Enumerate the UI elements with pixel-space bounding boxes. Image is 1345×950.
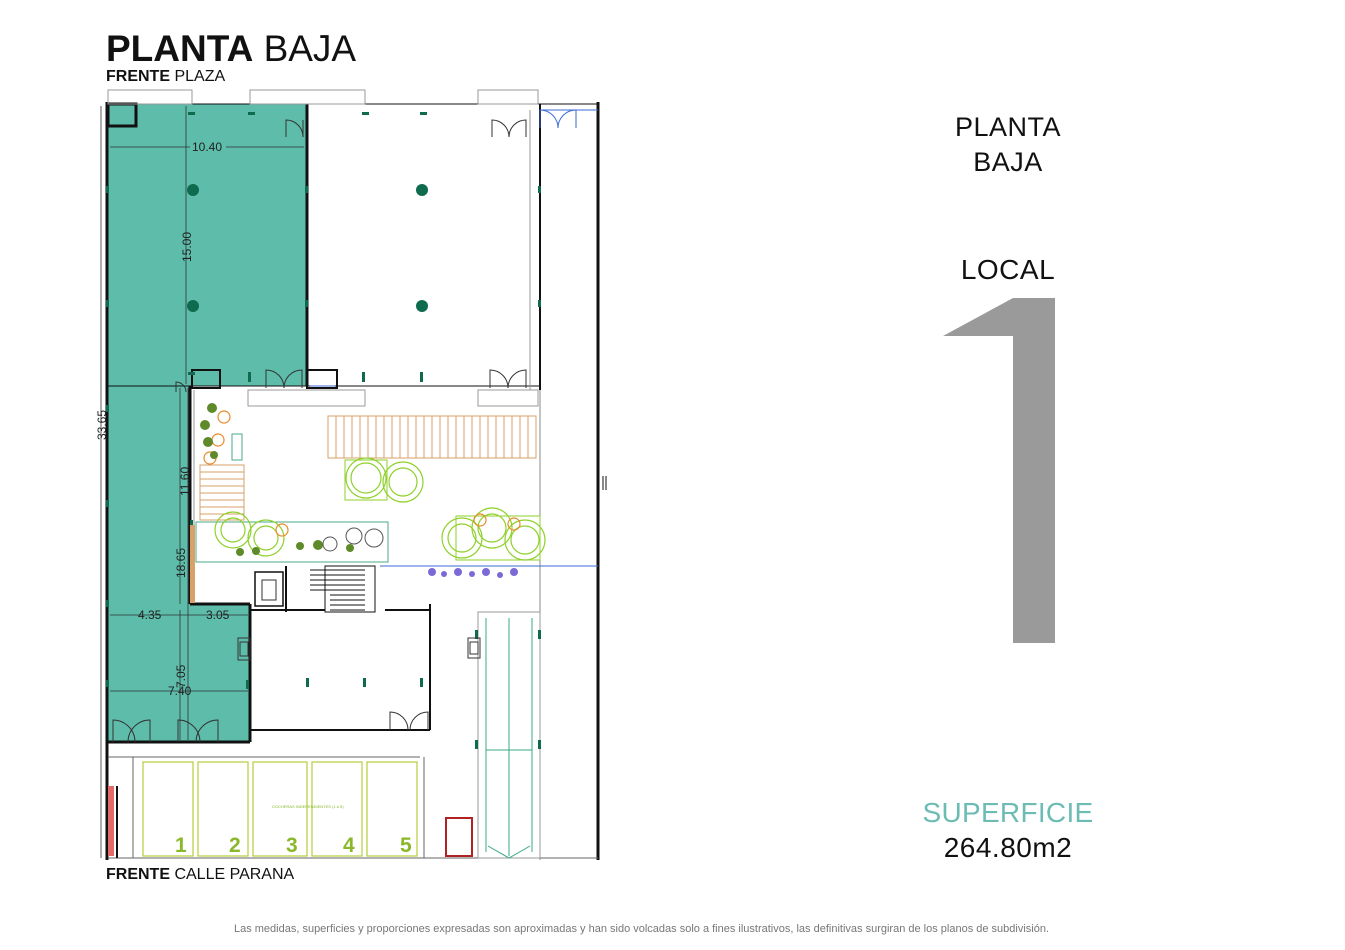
unit-label: LOCAL — [960, 254, 1056, 285]
unit-number-graphic: 1 — [943, 298, 1055, 643]
ramp — [485, 618, 533, 859]
dimension-lines — [100, 106, 304, 858]
surface-value: 264.80m2 — [943, 832, 1073, 863]
local-area — [108, 104, 307, 742]
parking-slot-4: 4 — [343, 834, 355, 857]
front-bottom-label: FRENTE CALLE PARANA — [106, 865, 294, 885]
front-top-bold: FRENTE — [106, 68, 170, 85]
level-label: PLANTA BAJA — [900, 110, 1116, 180]
front-top-regular: PLAZA — [174, 68, 226, 85]
floor-plan: 1 2 3 4 5 COCHERAS INDEPENDIENTES (1 a 5… — [95, 89, 607, 860]
page-title-bold: PLANTA — [106, 28, 254, 69]
parking-slot-2: 2 — [229, 834, 241, 857]
dim-front-width: 10.40 — [192, 140, 222, 154]
columns — [106, 112, 541, 749]
dim-total-depth: 33.65 — [95, 410, 109, 440]
access-strip — [108, 786, 114, 856]
stairs — [310, 569, 365, 611]
level-label-line1: PLANTA — [954, 112, 1062, 142]
surface-label: SUPERFICIE — [922, 797, 1094, 828]
parking-slot-3: 3 — [286, 834, 298, 857]
dim-lower-right-width: 3.05 — [206, 608, 230, 622]
dim-mid-depth: 11.60 — [178, 467, 192, 496]
dim-rear-width: 7.40 — [168, 684, 192, 698]
dim-lower-left-width: 4.35 — [138, 608, 162, 622]
door-swings — [112, 119, 527, 743]
patio-garden — [190, 403, 546, 603]
level-label-line2: BAJA — [973, 147, 1043, 177]
utility-box — [445, 817, 473, 857]
dim-upper-depth: 15.00 — [180, 232, 194, 262]
disclaimer: Las medidas, superficies y proporciones … — [233, 923, 1050, 935]
dim-lower-depth: 18.65 — [174, 548, 188, 578]
parking-slot-5: 5 — [400, 834, 412, 857]
page-title-regular: BAJA — [263, 28, 357, 69]
page-title: PLANTA BAJA — [106, 28, 356, 70]
front-bottom-bold: FRENTE — [106, 866, 170, 883]
dimension-labels: 10.40 15.00 33.65 11.60 18.65 4.35 3.05 … — [95, 140, 230, 698]
parking-note: COCHERAS INDEPENDIENTES (1 a 5) — [272, 804, 344, 809]
right-tick — [602, 476, 607, 490]
entry-doors — [310, 109, 598, 567]
dim-rear-depth: 7.05 — [174, 664, 188, 688]
front-top-label: FRENTE PLAZA — [106, 67, 225, 87]
fixtures — [237, 579, 481, 661]
parking-area — [142, 761, 418, 857]
front-bottom-regular: CALLE PARANA — [174, 866, 295, 883]
parking-slot-1: 1 — [175, 834, 187, 857]
